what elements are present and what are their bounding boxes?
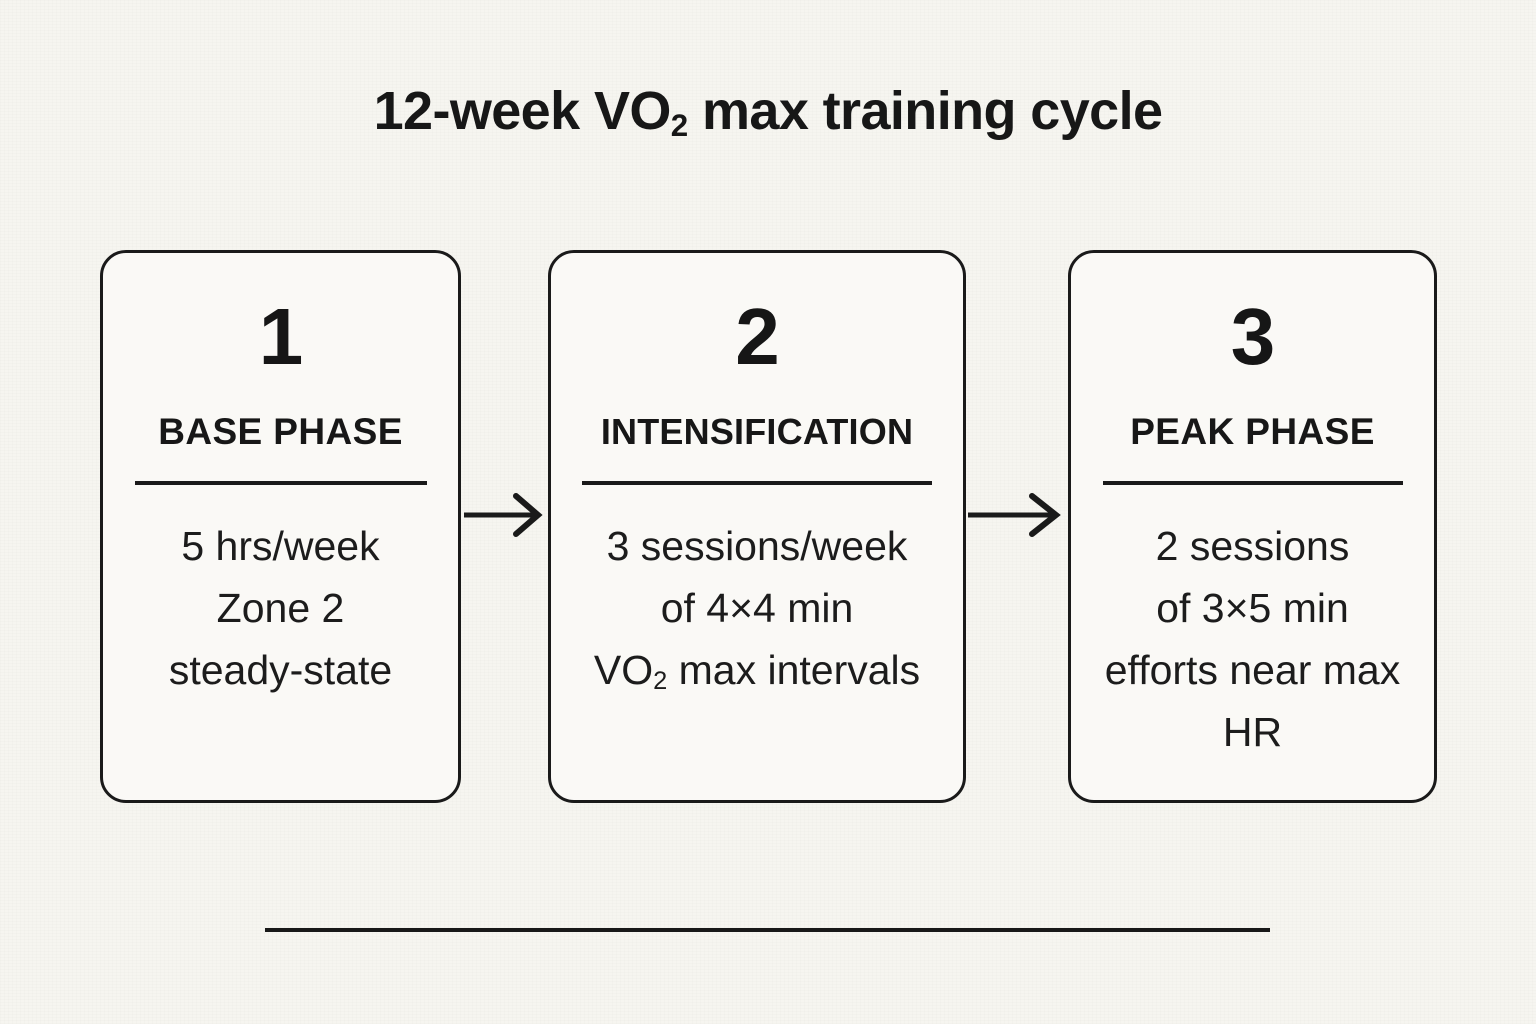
phase-number: 1	[258, 292, 303, 381]
phase-name: BASE PHASE	[158, 411, 403, 452]
phase-detail-line: VO2 max intervals	[567, 639, 947, 707]
phase-detail: 5 hrs/week Zone 2 steady-state	[119, 515, 442, 701]
page-title-subscript: 2	[670, 107, 688, 143]
page-title-prefix: 12-week VO	[373, 81, 672, 141]
card-divider	[134, 481, 427, 485]
bottom-divider-rule	[265, 928, 1270, 932]
phase-detail-prefix: VO	[593, 647, 654, 693]
phase-detail-suffix: max intervals	[667, 647, 921, 693]
phase-number: 3	[1230, 292, 1275, 381]
page-title: 12-week VO2 max training cycle	[0, 81, 1536, 143]
page-title-suffix: max training cycle	[687, 81, 1163, 141]
card-divider	[1102, 481, 1403, 485]
phase-detail-line: 2 sessions	[1155, 523, 1350, 569]
flow-arrow-icon	[968, 487, 1068, 543]
phase-number: 2	[735, 292, 779, 381]
card-divider	[582, 481, 932, 485]
phase-detail-line: 3 sessions/week	[606, 523, 908, 569]
phase-card-base-phase[interactable]: 1 BASE PHASE 5 hrs/week Zone 2 steady-st…	[100, 250, 461, 803]
phase-name: INTENSIFICATION	[600, 411, 914, 452]
phase-detail-line: steady-state	[168, 647, 393, 693]
phase-name: PEAK PHASE	[1130, 411, 1375, 452]
phase-detail-subscript: 2	[653, 667, 668, 696]
phase-detail-line: Zone 2	[216, 585, 345, 631]
phase-detail-line: of 4×4 min	[660, 585, 854, 631]
phase-detail-line: 5 hrs/week	[181, 523, 380, 569]
phase-detail: 2 sessions of 3×5 min efforts near max H…	[1087, 515, 1418, 763]
phase-detail-line: efforts near max	[1104, 647, 1401, 693]
phase-detail: 3 sessions/week of 4×4 min VO2 max inter…	[567, 515, 947, 707]
phase-detail-line: of 3×5 min	[1156, 585, 1349, 631]
phase-card-peak-phase[interactable]: 3 PEAK PHASE 2 sessions of 3×5 min effor…	[1068, 250, 1437, 803]
flow-arrow-icon	[464, 487, 548, 543]
phase-detail-line: HR	[1222, 709, 1283, 755]
phase-card-intensification[interactable]: 2 INTENSIFICATION 3 sessions/week of 4×4…	[548, 250, 966, 803]
